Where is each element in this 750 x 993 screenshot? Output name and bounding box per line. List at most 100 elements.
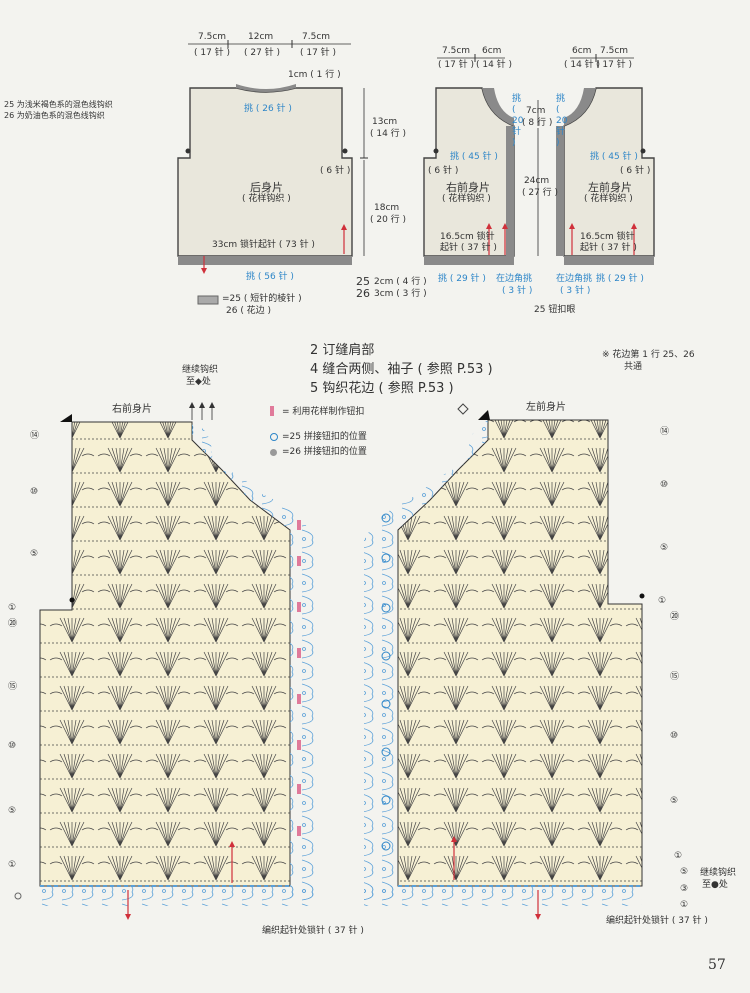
step-5: 5 钩织花边 ( 参照 P.53 ) [310, 381, 454, 396]
back-neck-rows: 1cm ( 1 行 ) [288, 70, 341, 80]
rf-pick-corner: 在边角挑 [496, 274, 533, 284]
back-width-3: 7.5cm [302, 32, 331, 42]
rf-row-1: ① [8, 603, 17, 613]
lf-pick-corner-2: ( 3 针 ) [560, 286, 591, 296]
lf-row-1: ① [658, 596, 667, 606]
buttonhole-note: 25 钮扣眼 [534, 305, 576, 315]
rf-pick-neck: 挑 ( 20 针 ) [512, 94, 524, 148]
back-pick-neck: 挑 ( 26 针 ) [244, 104, 292, 114]
lf-st-2: ( 17 针 ) [596, 60, 633, 70]
rf-row-10: ⑩ [30, 487, 39, 497]
lf-row-14: ⑭ [660, 427, 670, 437]
yarn-note-26: 26 为奶油色系的混色线钩织 [4, 111, 105, 120]
legend-line-2: 26 ( 花边 ) [226, 306, 272, 316]
lf-row-5b: ⑤ [670, 796, 679, 806]
chain-left-note: 编织起针处锁针 ( 37 针 ) [606, 916, 708, 926]
center-height: 24cm [524, 176, 550, 186]
back-arm-rows: ( 14 行 ) [370, 129, 407, 139]
rf-st-1: ( 17 针 ) [438, 60, 475, 70]
lf-title: 左前身片 [588, 181, 632, 194]
bottom-row-5: ⑤ [680, 867, 689, 877]
rf-pick-arm: 挑 ( 45 针 ) [450, 152, 498, 162]
yarn-note-25: 25 为浅米褐色系的混色线钩织 [4, 100, 113, 109]
right-chart-title: 右前身片 [112, 404, 152, 415]
page-number: 57 [708, 957, 726, 973]
lf-pick-corner: 在边角挑 [556, 274, 593, 284]
legend-26-dot-icon [270, 449, 277, 456]
schematic-lines [177, 40, 655, 305]
rf-row-10b: ⑩ [8, 741, 17, 751]
rf-row-15: ⑮ [8, 682, 18, 692]
back-width-2: 12cm [248, 32, 274, 42]
back-side-st: ( 6 针 ) [320, 166, 351, 176]
back-width-1: 7.5cm [198, 32, 227, 42]
border-num-26: 26 [356, 287, 370, 300]
border-26: 3cm ( 3 行 ) [374, 289, 427, 299]
rf-chain-2: 起针 ( 37 针 ) [440, 243, 497, 253]
rf-row-1b: ① [8, 860, 17, 870]
legend-25-circle-icon [270, 433, 278, 441]
rf-height-rows: ( 8 行 ) [522, 118, 553, 128]
center-rows: ( 27 行 ) [522, 188, 559, 198]
side-note-2: 共通 [624, 362, 643, 372]
continue-right: 继续钩织 [700, 868, 737, 878]
lf-pick-neck: 挑 ( 20 针 ) [556, 94, 568, 148]
legend-26: =26 拼接钮扣的位置 [282, 447, 367, 457]
lf-row-15: ⑮ [670, 672, 680, 682]
chain-right-note: 编织起针处锁针 ( 37 针 ) [262, 926, 364, 936]
bottom-row-3: ③ [680, 884, 689, 894]
back-arm-height: 13cm [372, 117, 398, 127]
back-st-1: ( 17 针 ) [194, 48, 231, 58]
rf-pick-hem: 挑 ( 29 针 ) [438, 274, 486, 284]
button-swatch [270, 406, 274, 416]
legend-25: =25 拼接钮扣的位置 [282, 432, 367, 442]
lf-row-10b: ⑩ [670, 731, 679, 741]
left-chart-title: 左前身片 [526, 402, 566, 413]
rf-row-20: ⑳ [8, 619, 18, 629]
lf-chain-2: 起针 ( 37 针 ) [580, 243, 637, 253]
step-4: 4 缝合两侧、袖子 ( 参照 P.53 ) [310, 362, 493, 377]
button-markers-right [297, 520, 301, 836]
back-body-rows: ( 20 行 ) [370, 215, 407, 225]
rf-height: 7cm [526, 106, 546, 116]
rf-row-5b: ⑤ [8, 806, 17, 816]
rf-side-st: ( 6 针 ) [428, 166, 459, 176]
back-title: 后身片 [250, 181, 283, 194]
lf-row-20: ⑳ [670, 612, 680, 622]
border-25: 2cm ( 4 行 ) [374, 277, 427, 287]
continue-left: 继续钩织 [182, 365, 219, 375]
lf-width-2: 7.5cm [600, 46, 629, 56]
rf-width-2: 6cm [482, 46, 502, 56]
rf-width-1: 7.5cm [442, 46, 471, 56]
border-num-25: 25 [356, 275, 370, 288]
lf-row-5: ⑤ [660, 543, 669, 553]
button-hole-markers-left [381, 513, 391, 851]
lf-pick-arm: 挑 ( 45 针 ) [590, 152, 638, 162]
rf-chain: 16.5cm 锁针 [440, 232, 495, 242]
bottom-row-1: ① [680, 900, 689, 910]
lf-pick-hem: 挑 ( 29 针 ) [596, 274, 644, 284]
back-body-height: 18cm [374, 203, 400, 213]
back-chain: 33cm 锁针起针 ( 73 针 ) [212, 240, 315, 250]
side-note-1: ※ 花边第 1 行 25、26 [602, 350, 695, 360]
continue-right-2: 至●处 [702, 880, 728, 890]
rf-subtitle: ( 花样钩织 ) [442, 194, 491, 204]
rf-pick-corner-2: ( 3 针 ) [502, 286, 533, 296]
step-2: 2 订缝肩部 [310, 343, 375, 358]
rf-row-5: ⑤ [30, 549, 39, 559]
lf-width-1: 6cm [572, 46, 592, 56]
lf-subtitle: ( 花样钩织 ) [584, 194, 633, 204]
rf-title: 右前身片 [446, 181, 490, 194]
back-st-3: ( 17 针 ) [300, 48, 337, 58]
lf-row-1b: ① [674, 851, 683, 861]
rf-st-2: ( 14 针 ) [476, 60, 513, 70]
lf-chain: 16.5cm 锁针 [580, 232, 635, 242]
rf-row-14: ⑭ [30, 431, 40, 441]
lf-st-1: ( 14 针 ) [564, 60, 601, 70]
lf-side-st: ( 6 针 ) [620, 166, 651, 176]
legend-button: = 利用花样制作钮扣 [282, 407, 365, 417]
back-subtitle: ( 花样钩织 ) [242, 194, 291, 204]
back-pick-hem: 挑 ( 56 针 ) [246, 272, 294, 282]
back-st-2: ( 27 针 ) [244, 48, 281, 58]
